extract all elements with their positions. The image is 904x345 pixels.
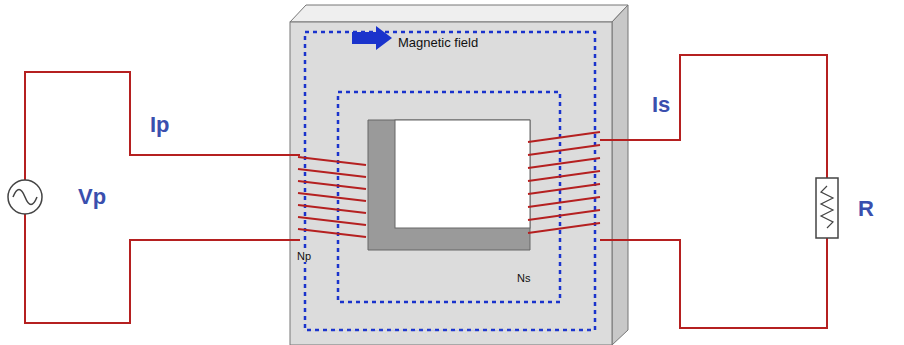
core-window-shadow — [368, 120, 530, 250]
voltage-label: Vp — [78, 184, 106, 210]
coil-turn — [298, 169, 366, 177]
primary-wires — [25, 72, 300, 323]
core-window — [395, 120, 530, 228]
resistor-zigzag — [821, 186, 833, 228]
coil-turn — [298, 193, 366, 201]
current-label: Ip — [150, 112, 170, 138]
coil-turn — [298, 157, 366, 165]
field-label-text: Magnetic field — [396, 35, 480, 50]
coil-turn — [528, 132, 600, 142]
coil-turn — [298, 205, 366, 213]
coil-turn — [528, 171, 600, 181]
ac-source — [8, 180, 42, 214]
current-label-text: Ip — [150, 112, 170, 137]
coil-turn — [528, 145, 600, 155]
coil-turn — [298, 181, 366, 189]
current-label: Is — [652, 92, 670, 118]
coil-windings — [298, 132, 600, 237]
turns-label: Np — [296, 246, 312, 264]
resistor-symbol — [816, 178, 838, 238]
core-side — [612, 5, 628, 345]
core-top — [290, 5, 628, 22]
coil-turn — [298, 229, 366, 237]
coil-turn — [528, 158, 600, 168]
secondary-wires — [600, 55, 827, 328]
flux-arrow — [352, 26, 392, 50]
turns-label-text: Ns — [516, 272, 531, 284]
flux-path-outer — [305, 32, 595, 330]
field-label: Magnetic field — [396, 33, 480, 51]
ac-symbol — [13, 190, 37, 205]
coil-turn — [528, 197, 600, 207]
current-label-text: Is — [652, 92, 670, 117]
coil-turn — [298, 217, 366, 225]
flux-path-inner — [338, 92, 560, 302]
coil-turn — [528, 184, 600, 194]
resistor-label-text: R — [858, 196, 874, 221]
coil-turn — [528, 223, 600, 233]
resistor-label: R — [858, 196, 874, 222]
turns-label-text: Np — [296, 250, 312, 262]
core-front — [290, 22, 612, 345]
coil-turn — [528, 210, 600, 220]
voltage-label-text: Vp — [78, 184, 106, 209]
turns-label: Ns — [516, 268, 531, 286]
